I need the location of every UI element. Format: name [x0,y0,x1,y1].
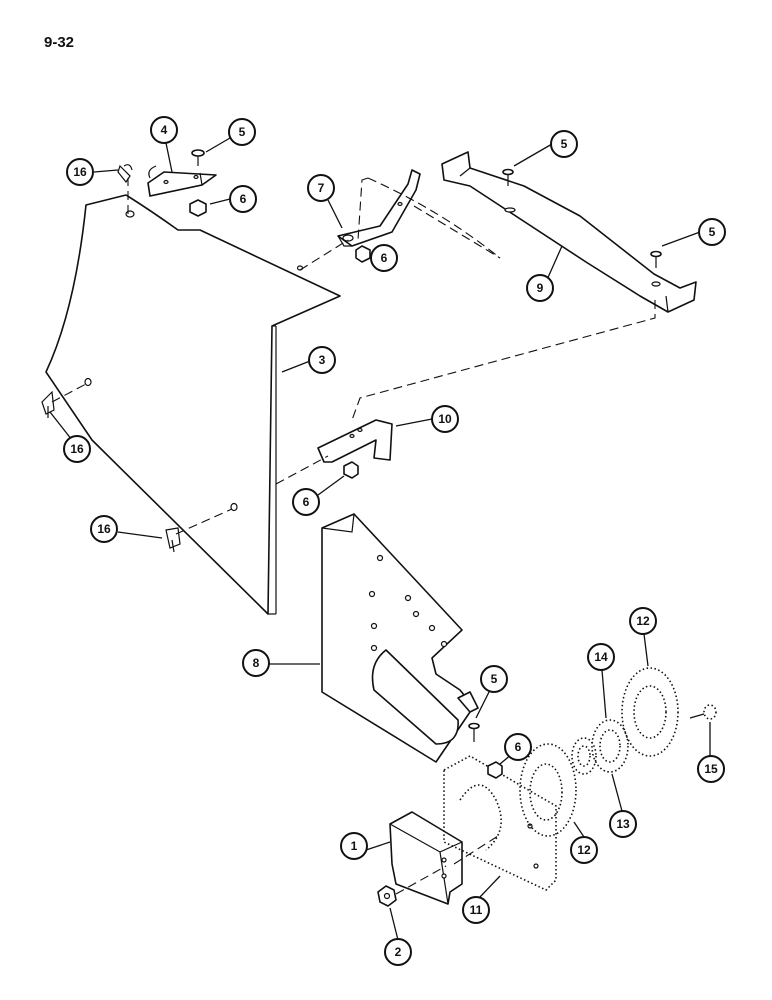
nut-6b [355,245,371,263]
callout-11: 11 [462,896,490,924]
callout-13: 13 [609,810,637,838]
svg-text:11: 11 [470,903,483,917]
angle-bracket-part [317,419,393,463]
callout-14: 14 [587,643,615,671]
nut-6a [189,199,207,217]
svg-text:13: 13 [616,817,630,831]
bearing-plate-part [321,513,479,763]
callout-8: 8 [242,649,270,677]
callout-5a: 5 [228,118,256,146]
flange-plate-part [443,755,557,891]
collar-part [571,737,597,775]
callout-16a: 16 [66,158,94,186]
nut-2 [377,865,447,907]
bolt-5a [191,149,205,166]
callout-1: 1 [340,832,368,860]
grease-fitting-part [689,704,717,720]
callout-6d: 6 [504,733,532,761]
svg-text:9: 9 [537,281,544,295]
bearing-flange-left-part [519,743,577,837]
svg-text:7: 7 [318,181,325,195]
callout-6c: 6 [292,488,320,516]
svg-text:6: 6 [381,251,388,265]
svg-text:4: 4 [161,123,168,137]
nut-6d [487,761,503,779]
bearing-part [591,719,629,773]
nut-6c [343,461,359,479]
callout-6a: 6 [229,185,257,213]
bolt-5c [650,250,662,268]
svg-text:8: 8 [253,656,260,670]
svg-text:16: 16 [97,522,111,536]
callout-5b: 5 [550,130,578,158]
channel-bracket-part [441,151,697,313]
callout-5c: 5 [698,218,726,246]
cotter-pin-16b [41,390,55,418]
svg-text:6: 6 [240,192,247,206]
callout-4: 4 [150,116,178,144]
mounting-plate-part [147,165,217,197]
svg-text:14: 14 [594,650,608,664]
shield-panel-part [45,178,341,615]
callout-7: 7 [307,174,335,202]
support-bracket-part [337,169,421,247]
callout-2: 2 [384,938,412,966]
svg-text:16: 16 [70,442,84,456]
svg-text:15: 15 [704,762,718,776]
svg-text:12: 12 [636,614,650,628]
svg-text:5: 5 [709,225,716,239]
page-number: 9-32 [44,34,75,51]
cotter-pin-16a [117,164,133,184]
callout-16c: 16 [90,515,118,543]
svg-text:10: 10 [438,412,452,426]
svg-text:3: 3 [319,353,326,367]
svg-text:16: 16 [73,165,87,179]
callout-16b: 16 [63,435,91,463]
bolt-5b [502,168,514,186]
bearing-housing-part [389,811,463,905]
callout-6b: 6 [370,244,398,272]
cotter-pin-16c [165,527,181,553]
svg-text:12: 12 [577,843,591,857]
svg-text:1: 1 [351,839,358,853]
svg-text:5: 5 [491,672,498,686]
svg-text:6: 6 [515,740,522,754]
callout-3: 3 [308,346,336,374]
svg-text:6: 6 [303,495,310,509]
callout-5d: 5 [480,665,508,693]
callout-10: 10 [431,405,459,433]
svg-text:5: 5 [561,137,568,151]
callout-12b: 12 [629,607,657,635]
callout-15: 15 [697,755,725,783]
svg-text:2: 2 [395,945,402,959]
callout-12a: 12 [570,836,598,864]
callout-9: 9 [526,274,554,302]
bearing-flange-right-part [621,667,679,757]
bolt-5d [468,722,480,742]
svg-text:5: 5 [239,125,246,139]
